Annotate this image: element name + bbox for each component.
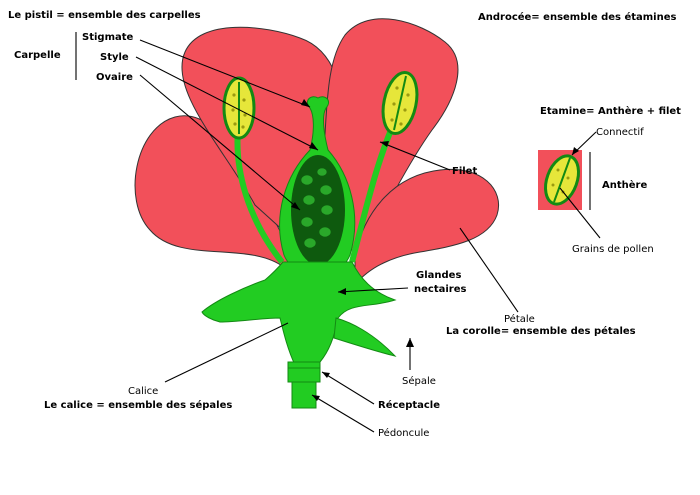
label-etamine: Etamine= Anthère + filet	[540, 105, 681, 117]
receptacle	[287, 361, 321, 383]
leader-style	[135, 56, 319, 151]
leader-filet	[379, 141, 451, 171]
leader-petale	[459, 227, 519, 313]
anther-left	[222, 76, 256, 140]
anther-right	[381, 70, 419, 136]
leader-grains	[559, 187, 601, 239]
label-connectif: Connectif	[596, 127, 644, 138]
label-glandes-1: Glandes	[416, 270, 461, 281]
sepal-right-tip	[333, 317, 397, 357]
leader-lines	[135, 39, 601, 433]
petal-right	[354, 168, 499, 287]
label-petale: Pétale	[504, 313, 535, 325]
label-calice-def: Le calice = ensemble des sépales	[44, 399, 232, 411]
label-pedoncule: Pédoncule	[378, 427, 429, 439]
label-anthere: Anthère	[602, 179, 647, 191]
calyx	[201, 261, 397, 409]
leader-pedoncule	[311, 394, 375, 433]
pistil	[279, 96, 356, 276]
label-grains: Grains de pollen	[572, 244, 654, 255]
leader-calice	[164, 322, 289, 383]
label-corolle: La corolle= ensemble des pétales	[446, 325, 636, 337]
label-stigmate: Stigmate	[82, 32, 134, 43]
leader-receptacle	[321, 371, 375, 405]
label-ovaire: Ovaire	[96, 72, 133, 83]
ovules	[300, 167, 334, 249]
label-receptacle: Réceptacle	[378, 399, 440, 411]
label-calice: Calice	[128, 386, 158, 397]
sepals	[201, 261, 397, 366]
text-labels: Le pistil = ensemble des carpelles Carpe…	[8, 10, 681, 439]
label-sepale: Sépale	[402, 375, 436, 387]
arrowheads	[291, 99, 579, 401]
label-style: Style	[100, 52, 129, 63]
leader-glandes	[337, 287, 409, 293]
label-pistil: Le pistil = ensemble des carpelles	[8, 10, 201, 21]
label-carpelle: Carpelle	[14, 50, 61, 61]
leader-ovaire	[139, 74, 301, 211]
label-filet: Filet	[452, 166, 477, 177]
leader-stigmate	[139, 39, 311, 108]
anther-detail-inset	[538, 150, 591, 210]
label-androcee: Androcée= ensemble des étamines	[478, 11, 677, 23]
label-glandes-2: nectaires	[414, 284, 466, 295]
